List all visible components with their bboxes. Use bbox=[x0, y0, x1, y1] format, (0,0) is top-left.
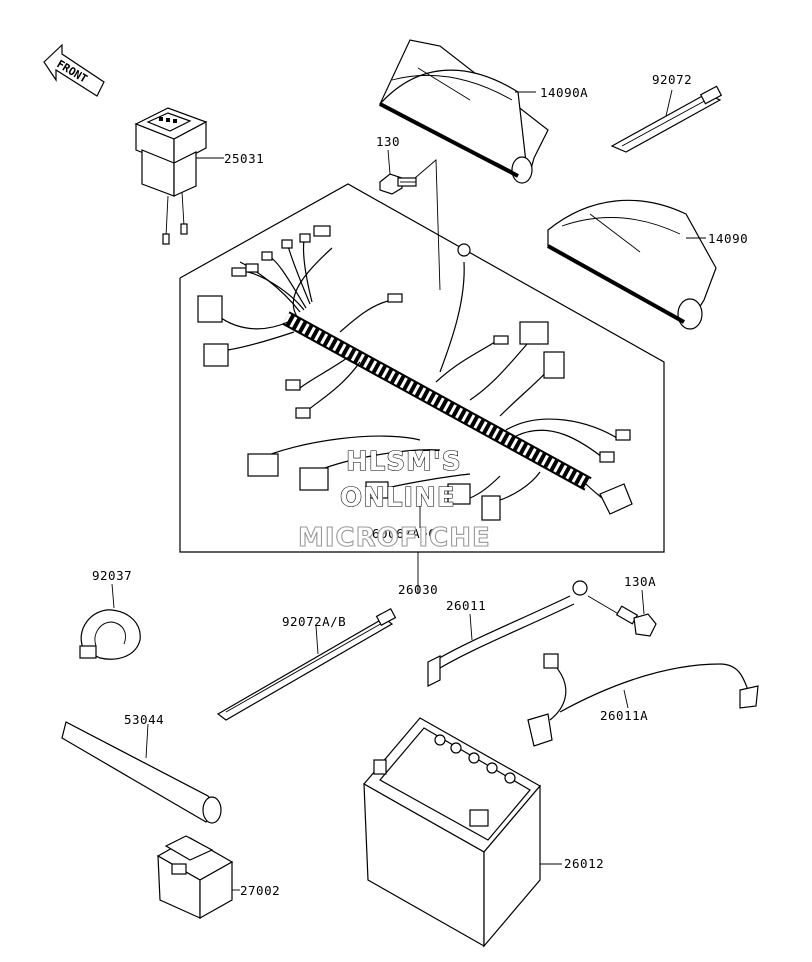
watermark-line-1: HLSM'S bbox=[346, 447, 462, 477]
label-26030: 26030 bbox=[398, 582, 438, 597]
label-25031: 25031 bbox=[224, 151, 264, 166]
label-92072: 92072 bbox=[652, 72, 692, 87]
harness-frame bbox=[179, 183, 665, 553]
watermark: HLSM'S ONLINE MICROFICHE bbox=[297, 446, 491, 553]
band-92072AB-part[interactable] bbox=[216, 608, 397, 721]
label-92072AB: 92072A/B bbox=[282, 614, 346, 629]
battery-26012-part[interactable] bbox=[363, 717, 562, 948]
tube-53044-part[interactable] bbox=[61, 721, 222, 824]
label-26011: 26011 bbox=[446, 598, 486, 613]
cable-26011-part[interactable] bbox=[427, 580, 588, 687]
cable-26011A-part[interactable] bbox=[527, 653, 759, 747]
label-26011A: 26011A bbox=[600, 708, 648, 723]
front-arrow-icon: FRONT bbox=[43, 43, 105, 97]
relay-27002-part[interactable] bbox=[156, 835, 240, 920]
band-92072-part[interactable] bbox=[610, 85, 723, 153]
label-130: 130 bbox=[376, 134, 400, 149]
label-27002: 27002 bbox=[240, 883, 280, 898]
label-14090: 14090 bbox=[708, 231, 748, 246]
label-14090A: 14090A bbox=[540, 85, 588, 100]
watermark-line-3: MICROFICHE bbox=[298, 523, 491, 553]
bolt-130A-part[interactable] bbox=[587, 589, 657, 637]
label-53044: 53044 bbox=[124, 712, 164, 727]
label-26006: 26006/A~C bbox=[364, 526, 436, 541]
bolt-130-part[interactable] bbox=[379, 149, 441, 291]
wire-harness-26030-part[interactable] bbox=[197, 225, 633, 528]
clamp-92037-part[interactable] bbox=[79, 583, 141, 660]
cover-14090-part[interactable] bbox=[547, 199, 717, 330]
cover-14090A-part[interactable] bbox=[379, 39, 549, 184]
label-26012: 26012 bbox=[564, 856, 604, 871]
label-130A: 130A bbox=[624, 574, 656, 589]
watermark-line-2: ONLINE bbox=[340, 483, 456, 513]
label-92037: 92037 bbox=[92, 568, 132, 583]
hour-meter-part[interactable] bbox=[134, 107, 224, 245]
